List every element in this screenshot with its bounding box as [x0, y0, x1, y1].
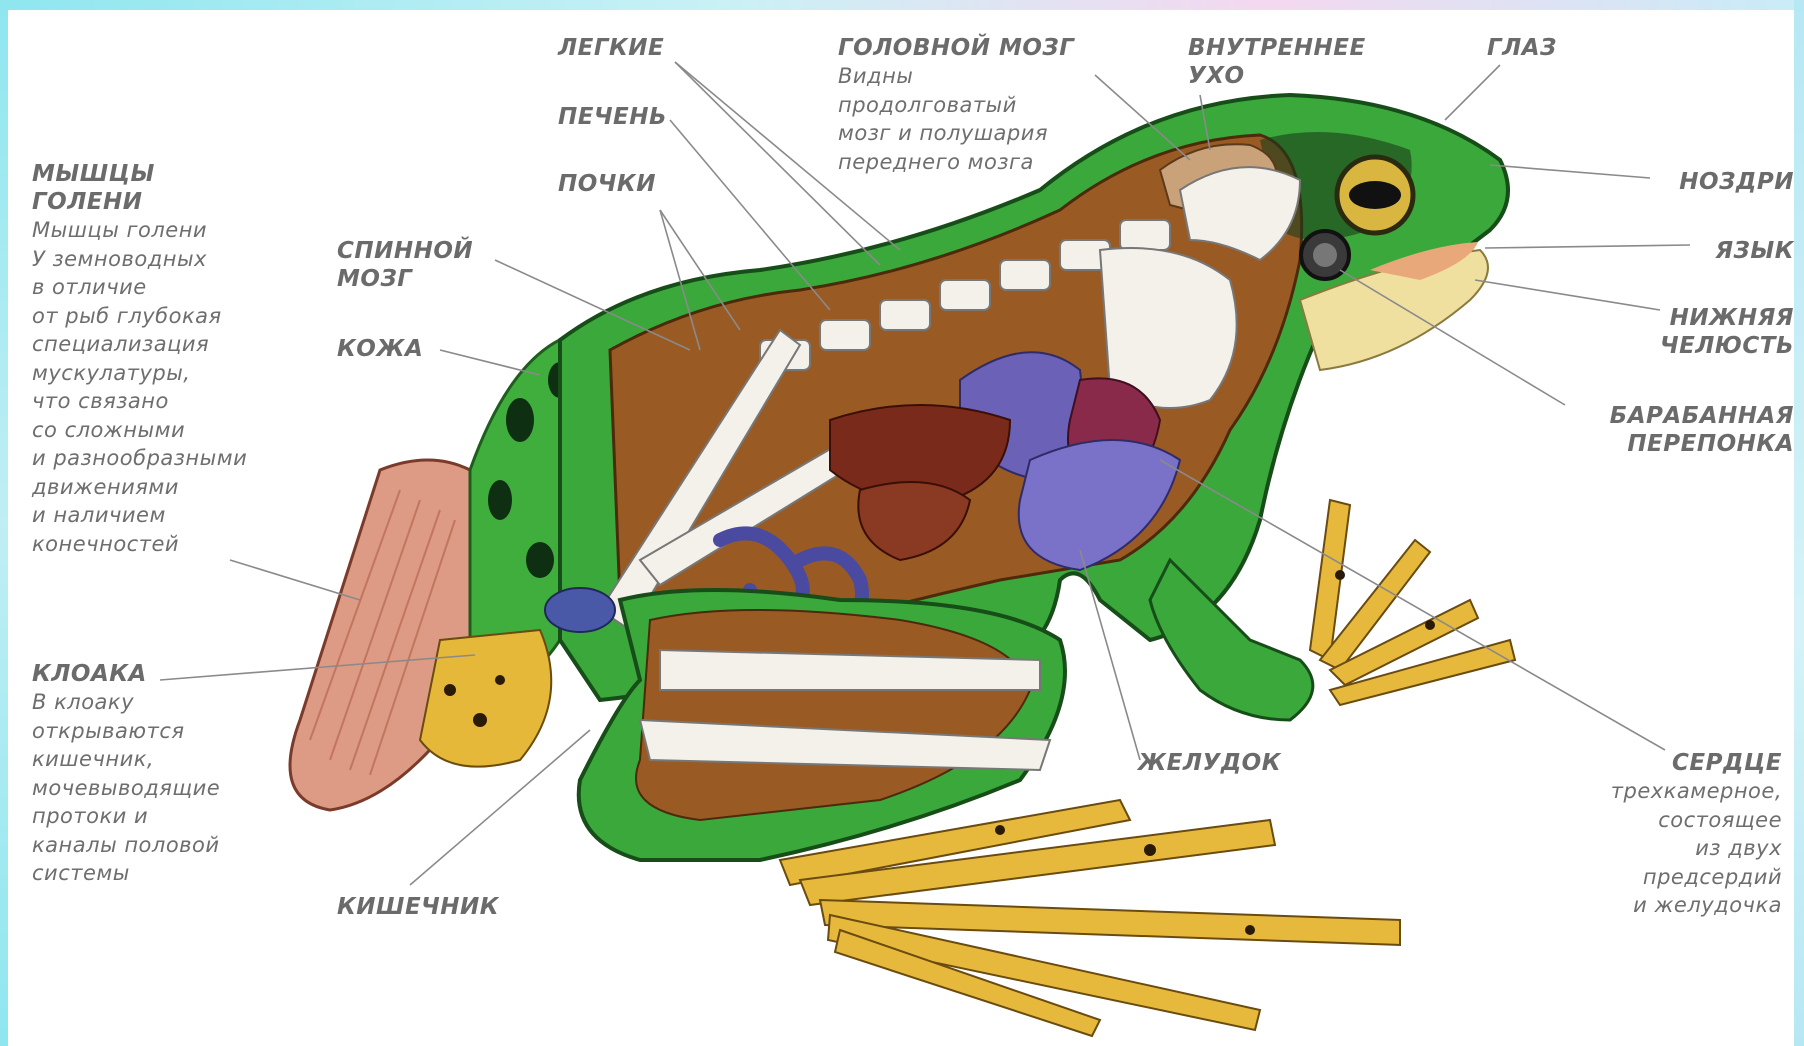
heart-title: СЕРДЦЕ: [1611, 749, 1782, 777]
liver-label: ПЕЧЕНЬ: [558, 103, 667, 131]
nostrils-label: НОЗДРИ: [1679, 168, 1794, 196]
cloaca-desc-1: В клоаку: [32, 688, 220, 717]
inner-ear-line-2: УХО: [1188, 62, 1366, 90]
brain-desc-2: продолговатый: [838, 91, 1074, 120]
cloaca-skin: [420, 630, 551, 767]
brain-desc-3: мозг и полушария: [838, 119, 1074, 148]
eye-label: ГЛАЗ: [1487, 34, 1557, 62]
spinal-cord-line-1: СПИННОЙ: [337, 237, 473, 265]
shin-desc-8: со сложными: [32, 416, 247, 445]
inner-ear-line-1: ВНУТРЕННЕЕ: [1188, 34, 1366, 62]
shin-desc-4: от рыб глубокая: [32, 302, 247, 331]
brain-desc-1: Видны: [838, 62, 1074, 91]
cloaca-desc-5: протоки и: [32, 802, 220, 831]
skin-label: КОЖА: [337, 335, 423, 363]
shin-desc-9: и разнообразными: [32, 444, 247, 473]
lower-jaw-label: НИЖНЯЯ ЧЕЛЮСТЬ: [1660, 304, 1794, 360]
spinal-cord-label: СПИННОЙ МОЗГ: [337, 237, 473, 293]
shin-desc-12: конечностей: [32, 530, 247, 559]
brain-label: ГОЛОВНОЙ МОЗГ Видны продолговатый мозг и…: [838, 34, 1074, 176]
kidney: [545, 588, 615, 632]
tongue-label: ЯЗЫК: [1715, 237, 1794, 265]
cloaca-desc-2: открываются: [32, 717, 220, 746]
shin-desc-7: что связано: [32, 387, 247, 416]
cloaca-title: КЛОАКА: [32, 660, 220, 688]
cloaca-desc-4: мочевыводящие: [32, 774, 220, 803]
shin-desc-2: У земноводных: [32, 245, 247, 274]
shin-desc-5: специализация: [32, 330, 247, 359]
heart-desc-1: трехкамерное,: [1611, 777, 1782, 806]
heart-desc-4: предсердий: [1611, 863, 1782, 892]
eardrum-label: БАРАБАННАЯ ПЕРЕПОНКА: [1610, 402, 1794, 458]
eardrum-line-1: БАРАБАННАЯ: [1610, 402, 1794, 430]
heart-desc-2: состоящее: [1611, 806, 1782, 835]
shin-desc-6: мускулатуры,: [32, 359, 247, 388]
shin-desc-11: и наличием: [32, 501, 247, 530]
hind-toes: [780, 800, 1400, 1036]
shin-desc-10: движениями: [32, 473, 247, 502]
cloaca-desc-6: каналы половой: [32, 831, 220, 860]
cloaca-label: КЛОАКА В клоаку открываются кишечник, мо…: [32, 660, 220, 888]
stomach-label: ЖЕЛУДОК: [1138, 749, 1281, 777]
brain-desc-4: переднего мозга: [838, 148, 1074, 177]
intestine-label: КИШЕЧНИК: [337, 893, 499, 921]
heart-label: СЕРДЦЕ трехкамерное, состоящее из двух п…: [1611, 749, 1782, 920]
heart-desc-5: и желудочка: [1611, 891, 1782, 920]
front-fingers: [1310, 500, 1515, 705]
spinal-cord-line-2: МОЗГ: [337, 265, 473, 293]
lower-jaw-line-2: ЧЕЛЮСТЬ: [1660, 332, 1794, 360]
heart-desc-3: из двух: [1611, 834, 1782, 863]
cloaca-desc-7: системы: [32, 859, 220, 888]
lungs-label: ЛЕГКИЕ: [558, 34, 664, 62]
shin-desc-1: Мышцы голени: [32, 216, 247, 245]
kidneys-label: ПОЧКИ: [558, 170, 656, 198]
shin-title-1: МЫШЦЫ: [32, 160, 247, 188]
lower-jaw-line-1: НИЖНЯЯ: [1660, 304, 1794, 332]
brain-title: ГОЛОВНОЙ МОЗГ: [838, 34, 1074, 62]
inner-ear-label: ВНУТРЕННЕЕ УХО: [1188, 34, 1366, 90]
shin-muscles-label: МЫШЦЫ ГОЛЕНИ Мышцы голени У земноводных …: [32, 160, 247, 558]
shin-title-2: ГОЛЕНИ: [32, 188, 247, 216]
cloaca-desc-3: кишечник,: [32, 745, 220, 774]
eardrum-line-2: ПЕРЕПОНКА: [1610, 430, 1794, 458]
shin-desc-3: в отличие: [32, 273, 247, 302]
